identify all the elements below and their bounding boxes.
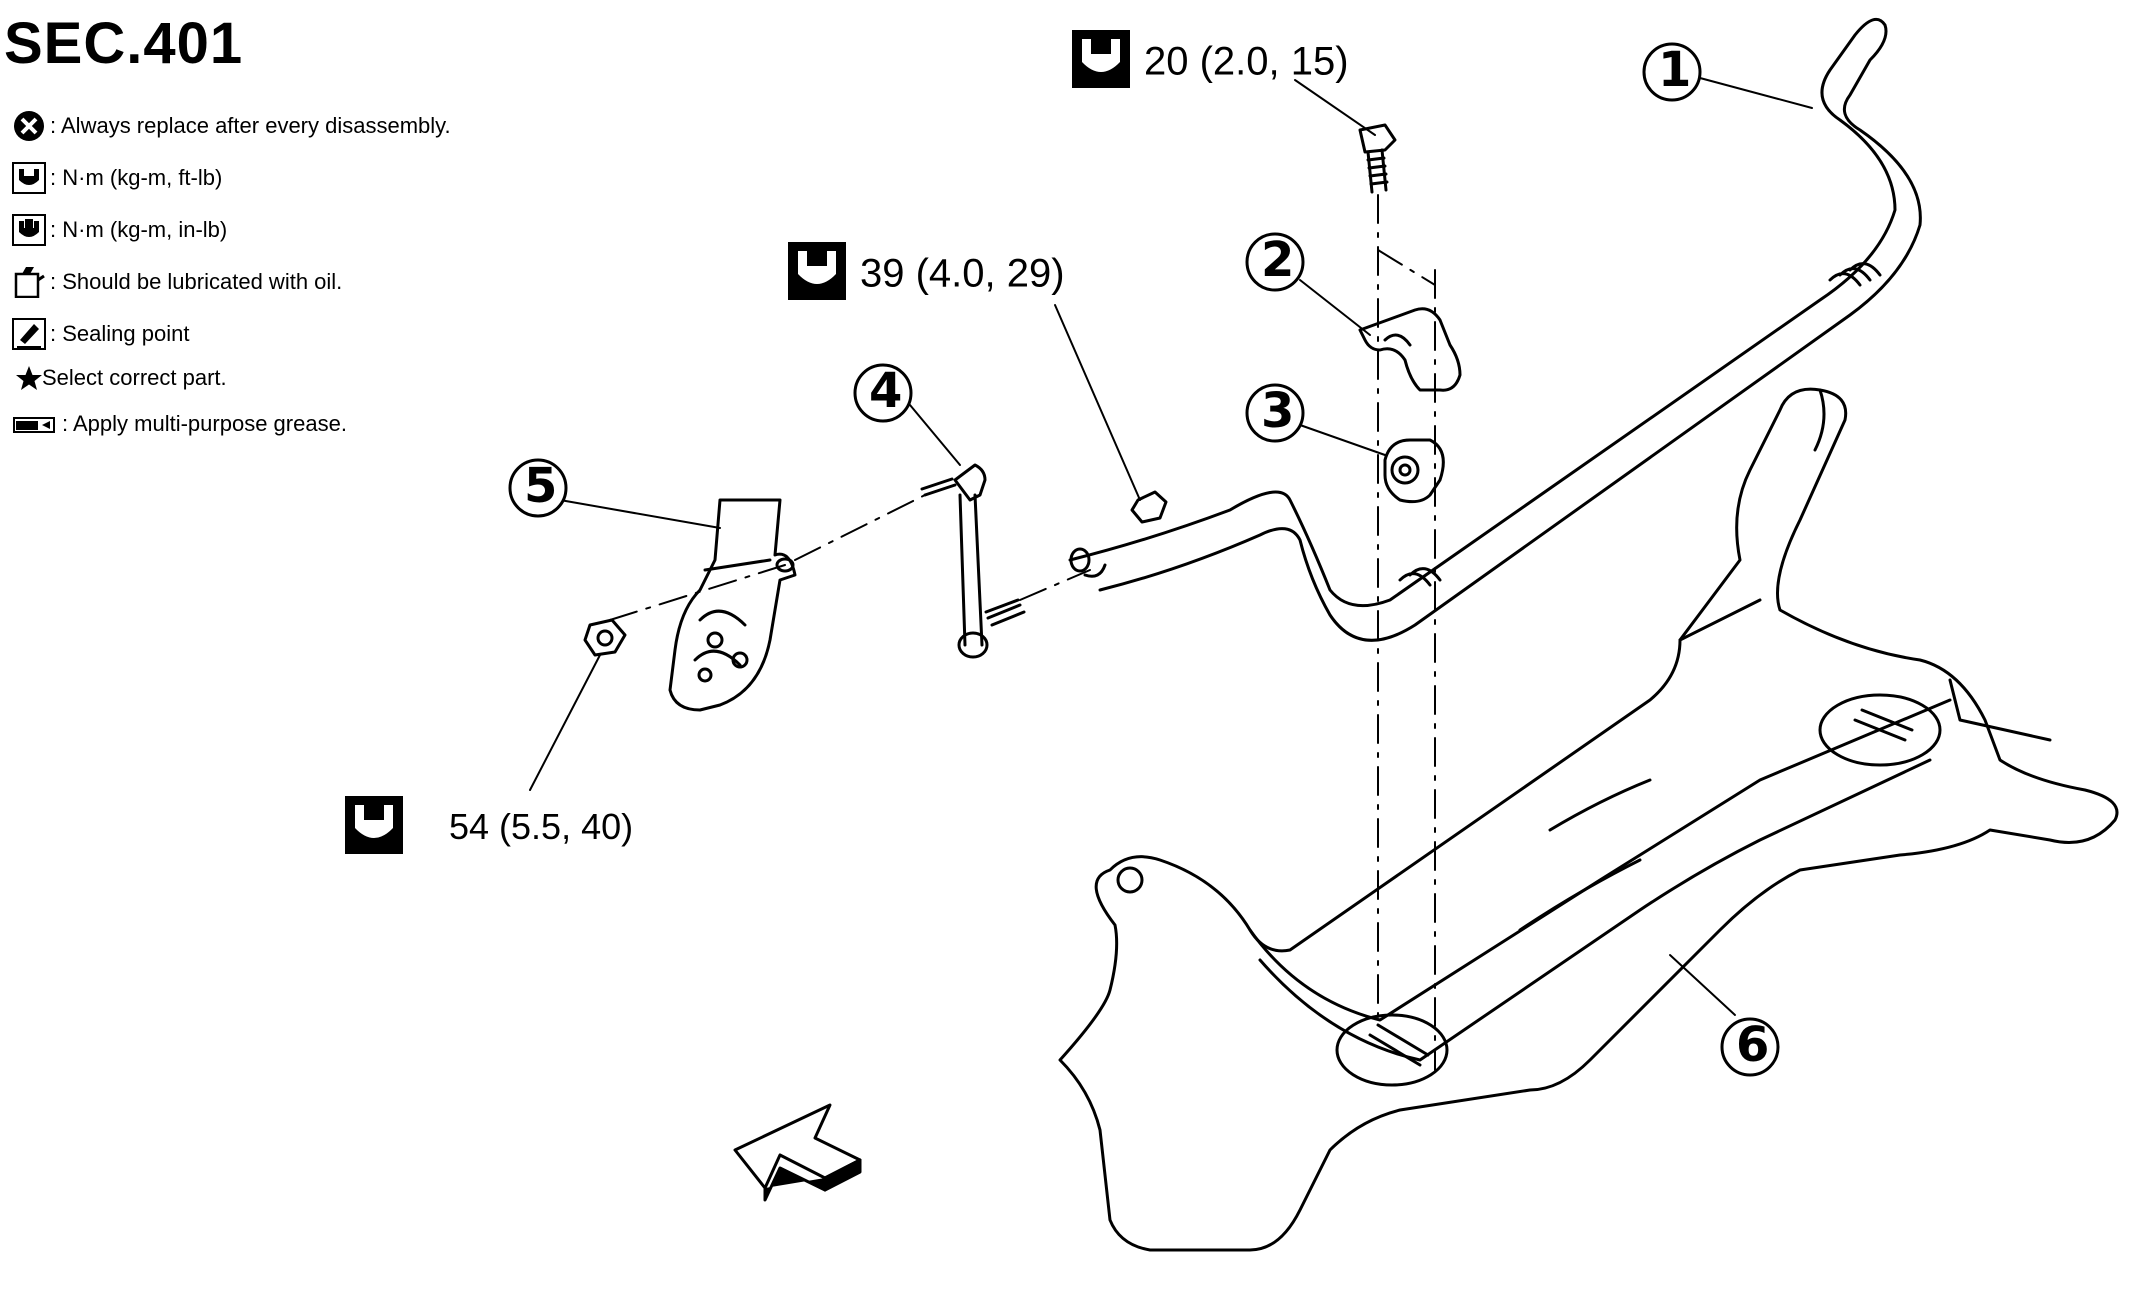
star-icon [12, 362, 42, 394]
suspension-member [1058, 387, 2119, 1252]
section-title: SEC.401 [4, 11, 244, 76]
legend-row-torque-in-lb: : N·m (kg-m, in-lb) [12, 214, 227, 246]
legend-text-grease: : Apply multi-purpose grease. [62, 411, 347, 436]
torque-in-lb-icon [12, 214, 46, 246]
part-number-3: 3 [1261, 383, 1295, 439]
legend-text-star: Select correct part. [42, 365, 227, 390]
torque-ft-lb-icon [12, 162, 46, 194]
legend-row-sealing: : Sealing point [12, 318, 189, 350]
stabilizer-bracket [1358, 307, 1462, 392]
legend-row-oil: : Should be lubricated with oil. [12, 266, 343, 299]
torque-value-link-upper: 39 (4.0, 29) [860, 251, 1065, 296]
sealing-point-icon [12, 318, 46, 350]
part-number-2: 2 [1261, 232, 1295, 288]
link-lower-nut [583, 618, 627, 657]
part-number-6: 6 [1736, 1017, 1770, 1073]
part-number-5: 5 [524, 458, 558, 514]
legend-text-sealing: : Sealing point [50, 321, 190, 346]
legend-row-torque-ft-lb: : N·m (kg-m, ft-lb) [12, 162, 222, 194]
stabilizer-bar [1068, 17, 1922, 642]
part-number-1: 1 [1658, 42, 1692, 98]
torque-wrench-icon [1072, 30, 1130, 98]
torque-value-bracket-bolt: 20 (2.0, 15) [1144, 39, 1349, 84]
torque-value-link-lower: 54 (5.5, 40) [449, 806, 634, 848]
alignment-lines [609, 194, 1436, 1071]
torque-callout-bracket-bolt: 20 (2.0, 15) [1072, 30, 1349, 98]
legend-text-torque-in-lb: : N·m (kg-m, in-lb) [50, 217, 228, 242]
legend-text-torque-ft-lb: : N·m (kg-m, ft-lb) [50, 165, 223, 190]
legend-row-grease: : Apply multi-purpose grease. [12, 408, 347, 440]
legend-text-oil: : Should be lubricated with oil. [50, 269, 343, 294]
torque-callout-link-lower: 54 (5.5, 40) [345, 796, 633, 863]
front-direction-arrow [733, 1103, 862, 1202]
replace-icon [12, 110, 46, 142]
legend-text-replace: : Always replace after every disassembly… [50, 113, 451, 138]
link-upper-nut [1069, 490, 1168, 578]
legend-row-star: Select correct part. [12, 362, 227, 394]
part-number-markers [508, 42, 1780, 1077]
part-number-4: 4 [869, 363, 903, 419]
connecting-rod [920, 463, 1026, 659]
torque-wrench-icon [788, 242, 846, 310]
grease-gun-icon [12, 408, 58, 440]
bracket-bolt [1358, 123, 1397, 194]
torque-callout-link-upper: 39 (4.0, 29) [788, 242, 1065, 310]
torque-wrench-icon [345, 796, 403, 863]
strut-knuckle [668, 498, 797, 712]
oil-can-icon [12, 266, 46, 299]
legend-row-replace: : Always replace after every disassembly… [12, 110, 451, 142]
leader-lines [529, 77, 1813, 1016]
